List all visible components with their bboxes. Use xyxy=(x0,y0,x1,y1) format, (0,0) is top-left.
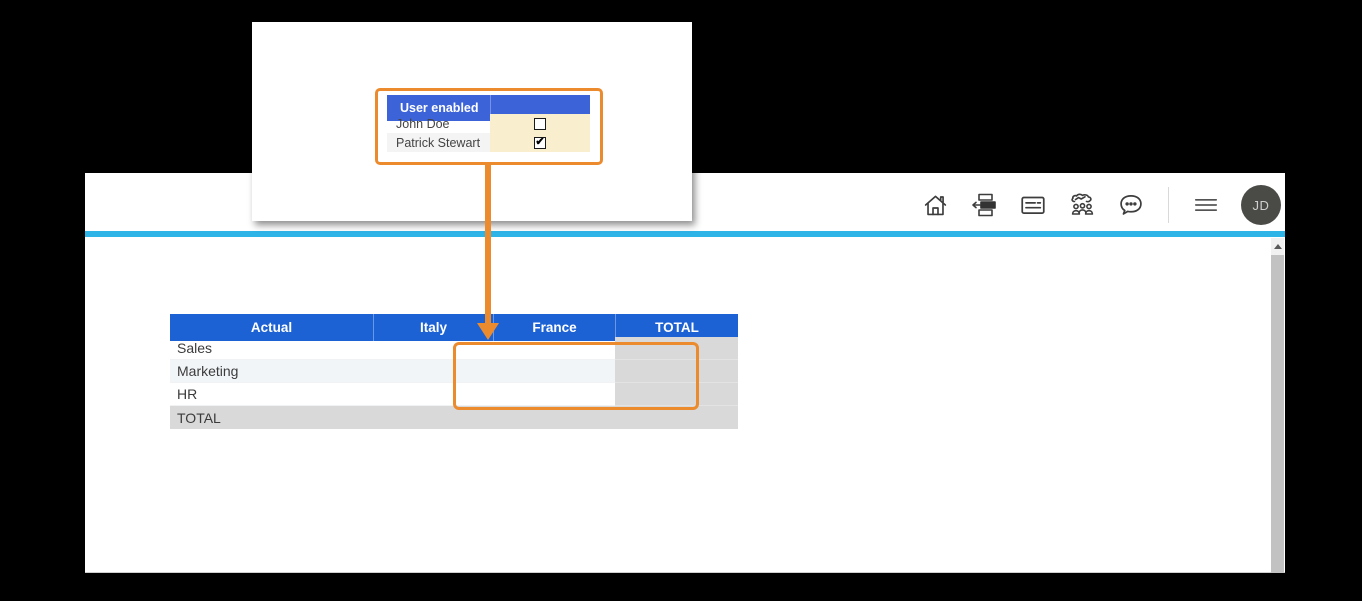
checkbox-patrick-stewart[interactable]: ✔ xyxy=(534,136,546,149)
topbar-icons: JD xyxy=(921,183,1281,227)
table-cell-sales-italy[interactable] xyxy=(373,337,493,360)
column-header-total: TOTAL xyxy=(615,314,738,341)
user-table-header: User enabled xyxy=(387,95,490,121)
process-flow-icon[interactable] xyxy=(970,191,998,219)
checkbox-john-doe[interactable] xyxy=(534,117,546,130)
table-cell-marketing-italy[interactable] xyxy=(373,360,493,383)
scrollbar-up-button[interactable] xyxy=(1271,238,1284,254)
highlight-box-user-table xyxy=(375,88,603,165)
accent-divider-line xyxy=(85,231,1285,237)
avatar[interactable]: JD xyxy=(1241,185,1281,225)
table-cell-hr-italy[interactable] xyxy=(373,383,493,406)
row-label-total: TOTAL xyxy=(170,406,373,429)
user-row-name: John Doe xyxy=(396,116,450,131)
table-cell-marketing-france[interactable] xyxy=(493,360,615,383)
column-header-italy: Italy xyxy=(373,314,493,341)
table-cell-total-total xyxy=(615,406,738,429)
home-icon[interactable] xyxy=(921,191,949,219)
row-label-hr: HR xyxy=(170,383,373,406)
table-cell-total-italy xyxy=(373,406,493,429)
vertical-scrollbar[interactable] xyxy=(1271,238,1284,573)
user-row-name: Patrick Stewart xyxy=(387,133,490,152)
up-arrow-icon xyxy=(1273,243,1282,249)
menu-icon[interactable] xyxy=(1192,191,1220,219)
table-cell-total-france xyxy=(493,406,615,429)
pointer-arrow-shaft xyxy=(485,164,491,323)
highlight-box-data-region xyxy=(453,342,699,410)
main-table: Actual Italy France TOTAL Sales Marketin… xyxy=(170,314,738,429)
user-row-enabled-cell: ✔ xyxy=(490,133,590,152)
table-cell-sales-france[interactable] xyxy=(493,337,615,360)
column-header-france: France xyxy=(493,314,615,341)
topbar-divider xyxy=(1168,187,1169,223)
table-cell-hr-france[interactable] xyxy=(493,383,615,406)
community-icon[interactable] xyxy=(1068,191,1096,219)
annotation-popup: User enabled John Doe Patrick Stewart ✔ xyxy=(252,22,692,221)
chat-icon[interactable] xyxy=(1117,191,1145,219)
table-cell-marketing-total xyxy=(615,360,738,383)
user-row-enabled-cell xyxy=(490,114,590,133)
scrollbar-thumb[interactable] xyxy=(1271,255,1284,573)
row-label-sales: Sales xyxy=(170,337,373,360)
card-list-icon[interactable] xyxy=(1019,191,1047,219)
app-window: JD Actual Italy France TOTAL Sales Marke… xyxy=(85,173,1285,573)
pointer-arrow-head-icon xyxy=(477,323,499,340)
row-label-marketing: Marketing xyxy=(170,360,373,383)
column-header-actual: Actual xyxy=(170,314,373,341)
table-cell-hr-total xyxy=(615,383,738,406)
user-enabled-table: User enabled John Doe Patrick Stewart ✔ xyxy=(387,95,590,152)
